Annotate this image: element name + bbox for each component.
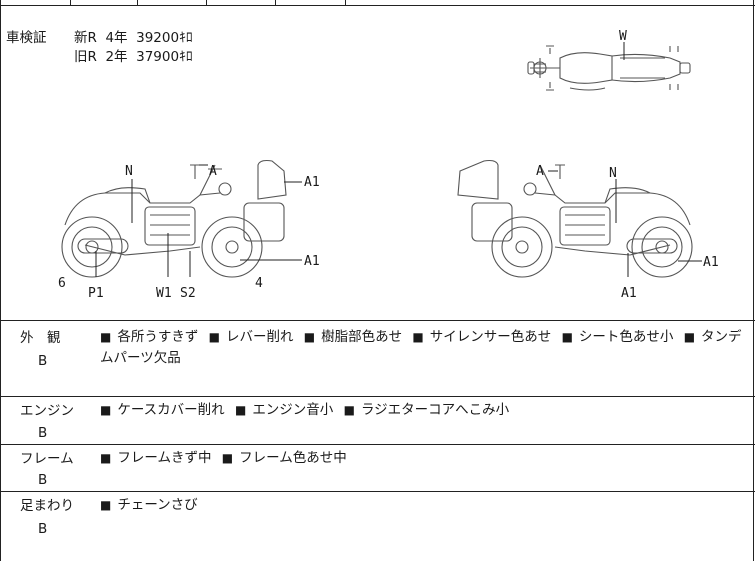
note-item: タンデムパーツ欠品 <box>100 329 742 366</box>
note-item: エンジン音小 <box>252 402 334 418</box>
note-item: シート色あせ小 <box>578 329 674 345</box>
note-item: 樹脂部色あせ <box>321 329 403 345</box>
motorcycle-left-view-diagram: N A A1 A1 6 P1 W1 S2 4 <box>58 159 320 301</box>
mark-a: A <box>209 164 217 179</box>
mark-w1: W1 <box>156 286 172 301</box>
exterior-label: 外 観 <box>20 330 61 346</box>
mark-a: A <box>536 164 544 179</box>
inspection-label: 車検証 <box>6 30 47 46</box>
mark-n: N <box>125 164 133 179</box>
frame-label: フレーム <box>20 451 74 467</box>
top-border <box>0 5 755 6</box>
top-cell-divider <box>345 0 346 5</box>
mark-4: 4 <box>255 276 263 291</box>
note-item: フレームきず中 <box>117 450 212 466</box>
mark-a1-bottom: A1 <box>621 286 637 301</box>
note-item: ケースカバー削れ <box>117 402 225 418</box>
exterior-grade: B <box>38 353 48 369</box>
top-cell-divider <box>275 0 276 5</box>
note-item: 各所うすきず <box>117 329 199 345</box>
mark-a1-right: A1 <box>703 255 719 270</box>
note-item: ラジエターコアへこみ小 <box>360 402 510 418</box>
right-border <box>753 0 754 561</box>
mark-n: N <box>609 166 617 181</box>
engine-label: エンジン <box>20 403 74 419</box>
mark-6: 6 <box>58 276 66 291</box>
left-border <box>0 0 1 561</box>
motorcycle-top-view-diagram: W <box>527 29 691 91</box>
frame-grade: B <box>38 472 48 488</box>
inspection-new: 新R 4年 39200ｷﾛ <box>74 30 193 46</box>
top-cell-divider <box>206 0 207 5</box>
suspension-label: 足まわり <box>20 498 74 514</box>
exterior-notes: ■各所うすきず ■レバー削れ ■樹脂部色あせ ■サイレンサー色あせ ■シート色あ… <box>100 329 742 366</box>
mark-p1: P1 <box>88 286 104 301</box>
mark-a1-upper: A1 <box>304 175 320 190</box>
section-divider <box>0 396 755 397</box>
frame-notes: ■フレームきず中 ■フレーム色あせ中 <box>100 450 347 466</box>
mark-s2: S2 <box>180 286 196 301</box>
note-item: サイレンサー色あせ <box>429 329 552 345</box>
note-item: フレーム色あせ中 <box>239 450 347 466</box>
mark-a1-lower: A1 <box>304 254 320 269</box>
top-cell-divider <box>70 0 71 5</box>
mark-w: W <box>619 29 627 44</box>
suspension-notes: ■チェーンさび <box>100 497 198 513</box>
note-item: チェーンさび <box>117 497 198 513</box>
engine-notes: ■ケースカバー削れ ■エンジン音小 ■ラジエターコアへこみ小 <box>100 402 510 418</box>
engine-grade: B <box>38 425 48 441</box>
diagram-bottom-border <box>0 320 755 321</box>
motorcycle-right-view-diagram: A N A1 A1 <box>457 159 719 301</box>
suspension-grade: B <box>38 521 48 537</box>
section-divider <box>0 444 755 445</box>
top-cell-divider <box>137 0 138 5</box>
section-divider <box>0 491 755 492</box>
note-item: レバー削れ <box>225 329 294 345</box>
inspection-old: 旧R 2年 37900ｷﾛ <box>74 49 193 65</box>
